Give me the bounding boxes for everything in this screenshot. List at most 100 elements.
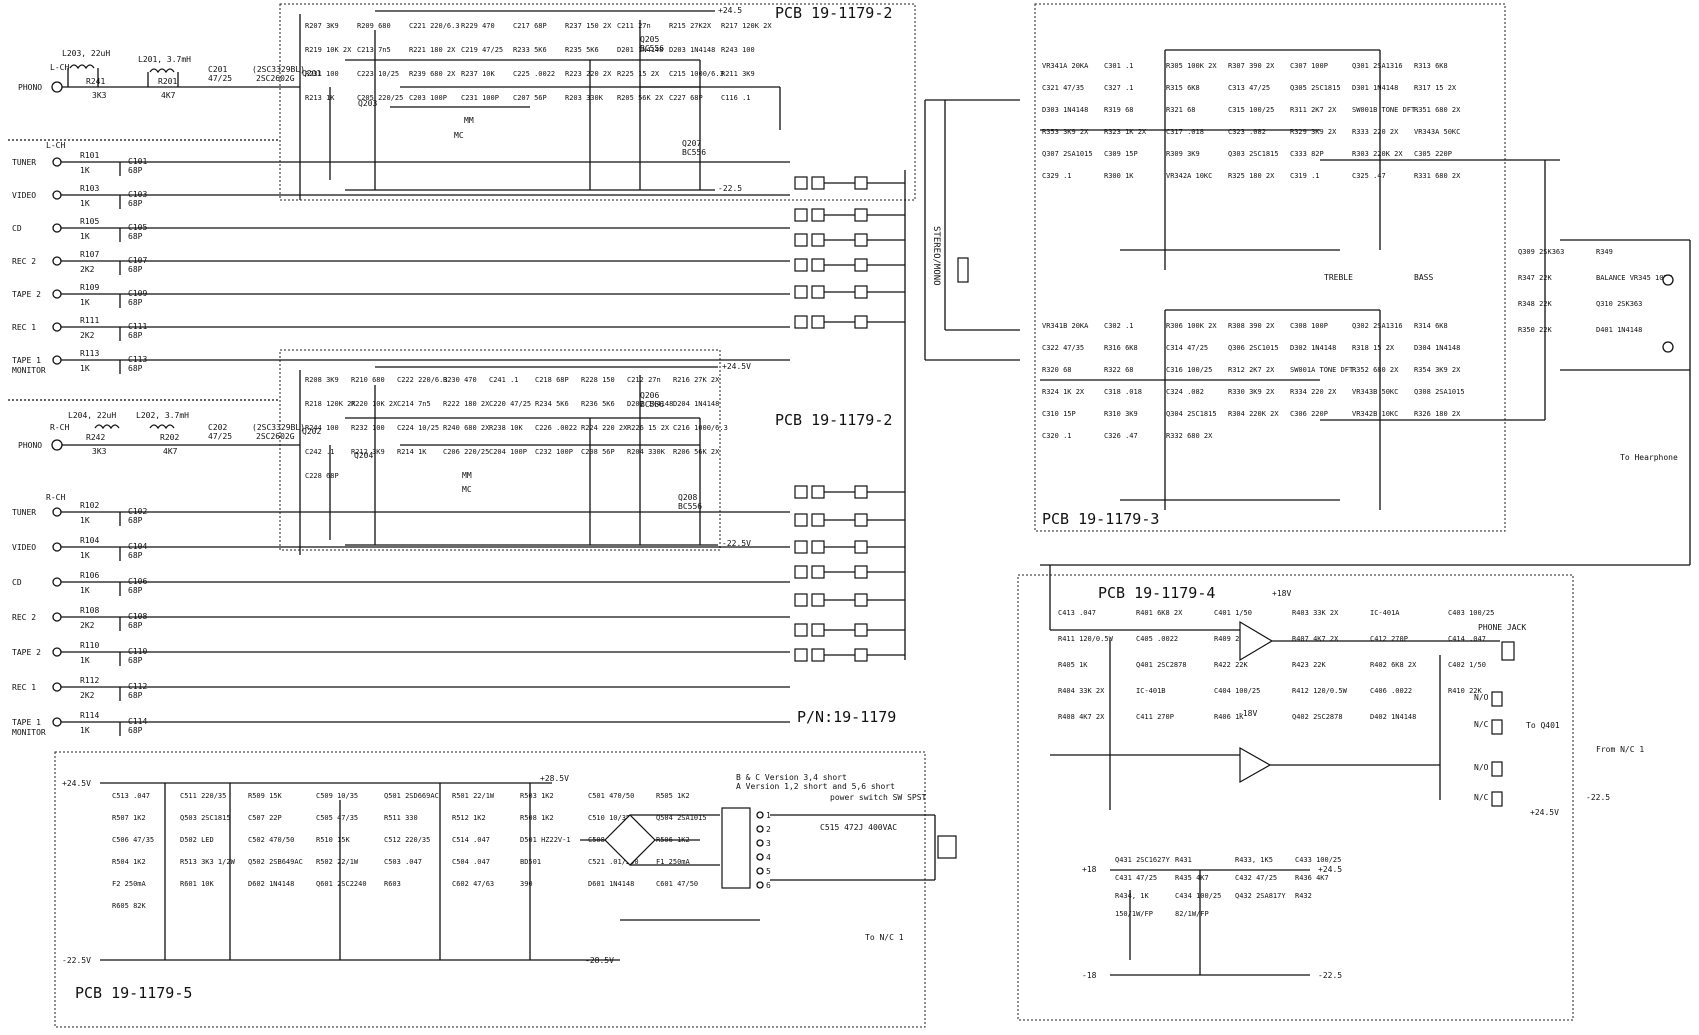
hp-part-22: C406 .0022	[1370, 687, 1412, 695]
phono-left-q3t: BC556	[640, 44, 664, 53]
input-left-capval-4: 68P	[128, 298, 143, 307]
selector-contact-a-0[interactable]	[794, 176, 808, 190]
selector-contact-c-5[interactable]	[854, 315, 868, 329]
selector-contact-c-3[interactable]	[854, 258, 868, 272]
input-left-jack-4[interactable]	[52, 289, 62, 299]
tone-lower-part-32: C306 220P	[1290, 410, 1328, 418]
tone-upper-part-30: R309 3K9	[1166, 150, 1200, 158]
hp-plus18: +18V	[1272, 589, 1291, 598]
balance-out-jack-upper[interactable]	[1662, 274, 1674, 286]
selector-contact-b-6[interactable]	[811, 485, 825, 499]
phono-right-jack[interactable]	[51, 439, 63, 451]
relay-contact-3	[1491, 761, 1503, 777]
input-right-jack-4[interactable]	[52, 647, 62, 657]
phono-right-part-9: R218 120K 2X	[305, 400, 356, 408]
hp-rail-p18: +18	[1082, 865, 1097, 874]
input-left-resval-0: 1K	[80, 166, 90, 175]
tone-treble-label: TREBLE	[1324, 273, 1353, 282]
phono-left-jack[interactable]	[51, 81, 63, 93]
hp-reg-part-5: R435 4K7	[1175, 874, 1209, 882]
input-left-jack-5[interactable]	[52, 322, 62, 332]
hp-part-24: R408 4K7 2X	[1058, 713, 1105, 721]
phono-right-part-7: C212 27n	[627, 376, 661, 384]
phone-jack[interactable]	[1501, 641, 1515, 661]
input-right-jack-2[interactable]	[52, 577, 62, 587]
selector-contact-c-6[interactable]	[854, 485, 868, 499]
input-right-jack-5[interactable]	[52, 682, 62, 692]
selector-contact-c-7[interactable]	[854, 513, 868, 527]
tone-upper-part-20: R351 680 2X	[1414, 106, 1461, 114]
selector-contact-a-8[interactable]	[794, 540, 808, 554]
no-label-1: N/O	[1474, 693, 1489, 702]
selector-contact-c-12[interactable]	[854, 648, 868, 662]
phono-right-q3t: BC556	[640, 400, 664, 409]
selector-contact-b-9[interactable]	[811, 565, 825, 579]
stereo-mono-switch[interactable]	[957, 257, 969, 283]
selector-contact-c-10[interactable]	[854, 593, 868, 607]
selector-contact-c-8[interactable]	[854, 540, 868, 554]
input-left-jack-3[interactable]	[52, 256, 62, 266]
phono-left-l2: L201, 3.7mH	[138, 55, 191, 64]
selector-contact-a-6[interactable]	[794, 485, 808, 499]
selector-contact-b-5[interactable]	[811, 315, 825, 329]
input-left-jack-0[interactable]	[52, 157, 62, 167]
hp-part-14: R422 22K	[1214, 661, 1249, 669]
hp-part-9: R407 4K7 2X	[1292, 635, 1339, 643]
selector-contact-c-2[interactable]	[854, 233, 868, 247]
input-left-jack-1[interactable]	[52, 190, 62, 200]
selector-contact-b-1[interactable]	[811, 208, 825, 222]
selector-contact-c-11[interactable]	[854, 623, 868, 637]
selector-contact-a-12[interactable]	[794, 648, 808, 662]
input-left-res-2: R105	[80, 217, 99, 226]
selector-contact-b-8[interactable]	[811, 540, 825, 554]
selector-contact-b-7[interactable]	[811, 513, 825, 527]
selector-contact-a-11[interactable]	[794, 623, 808, 637]
input-right-jack-3[interactable]	[52, 612, 62, 622]
input-right-jack-1[interactable]	[52, 542, 62, 552]
input-left-label-2: CD	[12, 224, 22, 233]
hp-reg-part-6: C432 47/25	[1235, 874, 1277, 882]
selector-contact-a-10[interactable]	[794, 593, 808, 607]
input-left-jack-2[interactable]	[52, 223, 62, 233]
selector-contact-a-3[interactable]	[794, 258, 808, 272]
input-left-capval-2: 68P	[128, 232, 143, 241]
phono-left-part-4: C217 68P	[513, 22, 547, 30]
input-right-jack-6[interactable]	[52, 717, 62, 727]
selector-contact-b-11[interactable]	[811, 623, 825, 637]
selector-contact-a-4[interactable]	[794, 285, 808, 299]
board-tone	[1034, 3, 1506, 532]
selector-contact-a-7[interactable]	[794, 513, 808, 527]
selector-contact-c-9[interactable]	[854, 565, 868, 579]
input-right-label-4: TAPE 2	[12, 648, 41, 657]
selector-contact-b-0[interactable]	[811, 176, 825, 190]
input-left-label-5: REC 1	[12, 323, 36, 332]
phono-right-part-19: R232 100	[351, 424, 385, 432]
tone-lower-part-27: Q308 2SA1015	[1414, 388, 1465, 396]
tap-label-3: 3	[766, 839, 771, 848]
phono-right-part-2: C222 220/6.3	[397, 376, 448, 384]
input-right-jack-0[interactable]	[52, 507, 62, 517]
selector-contact-a-1[interactable]	[794, 208, 808, 222]
selector-contact-b-2[interactable]	[811, 233, 825, 247]
phono-left-part-18: R231 100	[305, 70, 339, 78]
selector-contact-b-10[interactable]	[811, 593, 825, 607]
selector-contact-c-1[interactable]	[854, 208, 868, 222]
selector-contact-b-3[interactable]	[811, 258, 825, 272]
tone-lower-part-11: D302 1N4148	[1290, 344, 1336, 352]
power-switch[interactable]	[937, 835, 957, 859]
selector-contact-a-2[interactable]	[794, 233, 808, 247]
selector-contact-b-4[interactable]	[811, 285, 825, 299]
phono-right-r1v: 3K3	[92, 447, 107, 456]
phono-left-part-26: R211 3K9	[721, 70, 755, 78]
selector-contact-c-4[interactable]	[854, 285, 868, 299]
selector-contact-a-5[interactable]	[794, 315, 808, 329]
selector-contact-b-12[interactable]	[811, 648, 825, 662]
hp-rail-n225: -22.5	[1318, 971, 1342, 980]
phono-right-l1: L204, 22uH	[68, 411, 116, 420]
selector-contact-c-0[interactable]	[854, 176, 868, 190]
selector-contact-a-9[interactable]	[794, 565, 808, 579]
input-right-channel-label: R-CH	[46, 493, 65, 502]
to-q401-label: To Q401	[1526, 721, 1560, 730]
balance-out-jack-lower[interactable]	[1662, 341, 1674, 353]
input-left-jack-6[interactable]	[52, 355, 62, 365]
